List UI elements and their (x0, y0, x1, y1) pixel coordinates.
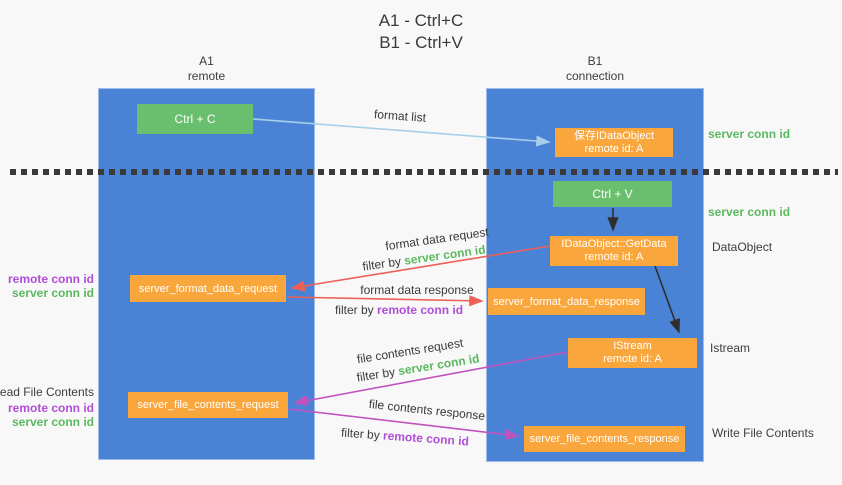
arrow-format-data-response (286, 295, 484, 307)
side-label-read-file-contents-group: Read File Contents remote conn id server… (0, 385, 94, 429)
arrow-format-list (252, 118, 551, 147)
node-save-idataobject-line2: remote id: A (584, 142, 644, 155)
title-line-b1: B1 - Ctrl+V (379, 33, 463, 52)
column-a1-subtitle: remote (187, 69, 226, 83)
column-b1-subtitle: connection (565, 69, 625, 83)
filter-by-text: filter by (334, 303, 374, 317)
column-header-b1: B1 connection (486, 54, 704, 84)
server-conn-id-text: server conn id (11, 286, 94, 300)
side-label-server-conn-id-top: server conn id (708, 127, 791, 141)
arrow-file-contents-request (293, 351, 569, 407)
node-istream: IStream remote id: A (568, 338, 697, 368)
column-a1-name: A1 (199, 54, 214, 68)
label-filter-by-remote-conn-id-1: filter by remote conn id (335, 303, 463, 317)
node-save-idataobject-line1: 保存IDataObject (573, 129, 655, 142)
node-server-format-data-request: server_format_data_request (130, 275, 286, 302)
side-label-conn-ids-upper: remote conn id server conn id (8, 272, 94, 300)
arrow-file-contents-response (288, 408, 520, 441)
node-ctrl-c-label: Ctrl + C (174, 112, 216, 126)
read-file-contents-text: Read File Contents (0, 385, 94, 399)
column-header-a1: A1 remote (98, 54, 315, 84)
side-label-istream: Istream (710, 341, 751, 355)
node-getdata-line1: IDataObject::GetData (561, 238, 667, 250)
filter-by-text: filter by (340, 425, 381, 443)
remote-conn-id-text: remote conn id (7, 272, 94, 286)
node-save-idataobject: 保存IDataObject remote id: A (555, 128, 673, 157)
node-istream-line2: remote id: A (603, 353, 662, 365)
remote-conn-id-text: remote conn id (7, 401, 94, 415)
side-label-write-file-contents: Write File Contents (712, 426, 814, 440)
node-getdata-line2: remote id: A (584, 251, 644, 263)
remote-conn-id-text: remote conn id (377, 303, 464, 317)
diagram-title: A1 - Ctrl+C B1 - Ctrl+V (0, 10, 842, 54)
node-istream-line1: IStream (613, 340, 652, 352)
arrow-format-data-request (290, 245, 551, 292)
label-format-data-response: format data response (360, 283, 474, 297)
node-file-request-label: server_file_contents_request (137, 399, 279, 411)
node-ctrl-v-label: Ctrl + V (592, 187, 633, 201)
side-label-dataobject: DataObject (712, 240, 773, 254)
node-ctrl-c: Ctrl + C (137, 104, 253, 134)
title-line-a1: A1 - Ctrl+C (378, 11, 464, 30)
node-ctrl-v: Ctrl + V (553, 181, 672, 207)
node-server-file-contents-request: server_file_contents_request (128, 392, 288, 418)
column-b1-name: B1 (587, 54, 603, 68)
node-idataobject-getdata: IDataObject::GetData remote id: A (550, 236, 678, 266)
arrow-getdata-to-istream (654, 265, 680, 334)
server-conn-id-text: server conn id (11, 415, 94, 429)
node-file-response-label: server_file_contents_response (529, 433, 680, 445)
node-server-format-data-response: server_format_data_response (488, 288, 645, 315)
node-format-request-label: server_format_data_request (138, 282, 278, 295)
side-label-server-conn-id-mid: server conn id (708, 205, 791, 219)
node-server-file-contents-response: server_file_contents_response (524, 426, 685, 452)
node-format-response-label: server_format_data_response (493, 295, 640, 308)
